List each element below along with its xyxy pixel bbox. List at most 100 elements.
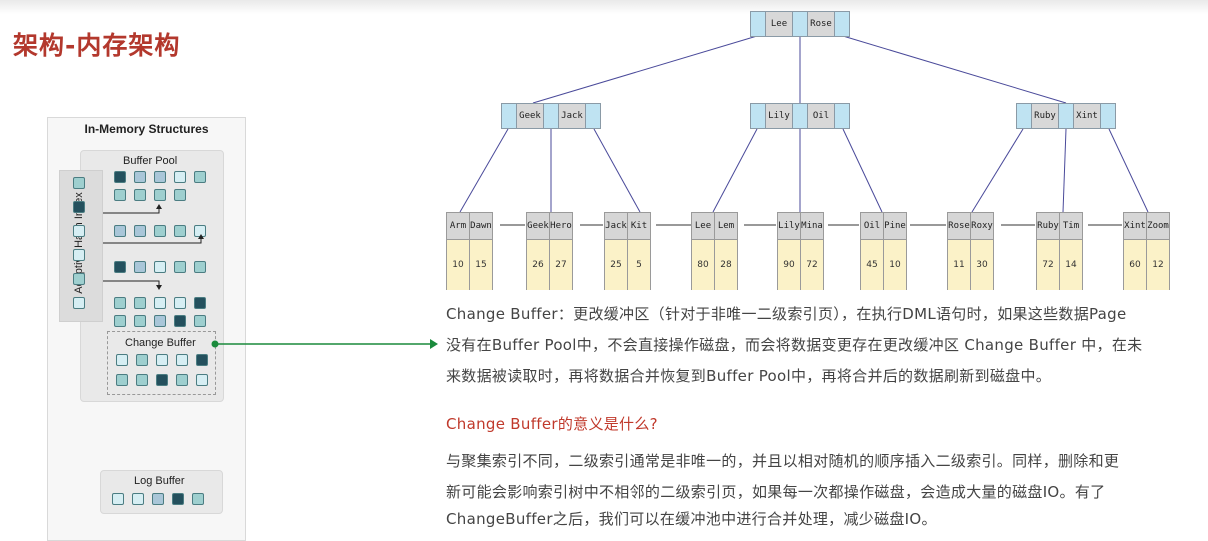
leaf-key: Hero bbox=[550, 213, 572, 240]
page-square bbox=[154, 225, 166, 237]
tree-internal-node: Ruby Xint bbox=[1016, 103, 1116, 129]
page-square bbox=[134, 225, 146, 237]
page-square bbox=[174, 297, 186, 309]
page-square bbox=[114, 171, 126, 183]
page-square bbox=[73, 201, 85, 213]
root-key-1: Lee bbox=[766, 12, 793, 36]
page-square bbox=[136, 354, 148, 366]
leaf-key: Tim bbox=[1060, 213, 1082, 240]
leaf-value: 12 bbox=[1147, 240, 1169, 290]
page-square bbox=[174, 189, 186, 201]
paragraph-1-line-1: Change Buffer：更改缓冲区（针对于非唯一二级索引页），在执行DML语… bbox=[446, 305, 1127, 323]
question-heading: Change Buffer的意义是什么? bbox=[446, 415, 658, 433]
leaf-key: Zoom bbox=[1147, 213, 1169, 240]
top-bar bbox=[0, 0, 1208, 14]
page-square bbox=[114, 297, 126, 309]
page-title: 架构-内存架构 bbox=[13, 31, 181, 60]
page-square bbox=[134, 315, 146, 327]
tree-root-node: Lee Rose bbox=[750, 11, 850, 37]
leaf-key: Geek bbox=[527, 213, 549, 240]
leaf-key: Lem bbox=[715, 213, 737, 240]
change-buffer-label: Change Buffer bbox=[125, 337, 196, 349]
page-square bbox=[73, 297, 85, 309]
page-square bbox=[114, 315, 126, 327]
leaf-value: 80 bbox=[692, 240, 714, 290]
log-buffer-label: Log Buffer bbox=[134, 475, 185, 487]
page-square bbox=[73, 177, 85, 189]
page-square bbox=[174, 171, 186, 183]
buffer-pool-label: Buffer Pool bbox=[123, 155, 178, 167]
log-buffer-box: Log Buffer bbox=[100, 470, 223, 514]
tree-internal-node: Geek Jack bbox=[501, 103, 601, 129]
page-square bbox=[172, 493, 184, 505]
leaf-value: 72 bbox=[801, 240, 823, 290]
paragraph-1-line-2: 没有在Buffer Pool中，不会直接操作磁盘，而会将数据变更存在更改缓冲区 … bbox=[446, 336, 1143, 354]
leaf-key: Arm bbox=[447, 213, 469, 240]
leaf-value: 25 bbox=[605, 240, 627, 290]
leaf-value: 45 bbox=[861, 240, 883, 290]
leaf-value: 26 bbox=[527, 240, 549, 290]
page-square bbox=[174, 315, 186, 327]
page-square bbox=[73, 225, 85, 237]
leaf-key: Xint bbox=[1124, 213, 1146, 240]
leaf-key: Lily bbox=[778, 213, 800, 240]
leaf-value: 27 bbox=[550, 240, 572, 290]
leaf-value: 14 bbox=[1060, 240, 1082, 290]
page-square bbox=[192, 493, 204, 505]
leaf-key: Lee bbox=[692, 213, 714, 240]
leaf-key: Mina bbox=[801, 213, 823, 240]
page-square bbox=[112, 493, 124, 505]
page-square bbox=[154, 189, 166, 201]
page-square bbox=[174, 225, 186, 237]
leaf-value: 5 bbox=[628, 240, 650, 290]
paragraph-2-line-1: 与聚集索引不同，二级索引通常是非唯一的，并且以相对随机的顺序插入二级索引。同样，… bbox=[446, 452, 1120, 470]
page-square bbox=[176, 354, 188, 366]
internal-key: Geek bbox=[517, 104, 544, 128]
in-memory-structures-panel: In-Memory Structures Buffer Pool Adaptiv… bbox=[47, 117, 246, 541]
paragraph-1-line-3: 来数据被读取时，再将数据合并恢复到Buffer Pool中，再将合并后的数据刷新… bbox=[446, 367, 1052, 385]
leaf-value: 10 bbox=[884, 240, 906, 290]
leaf-key: Kit bbox=[628, 213, 650, 240]
page-square bbox=[154, 297, 166, 309]
page-square bbox=[134, 189, 146, 201]
arrow-head bbox=[430, 339, 438, 349]
internal-key: Oil bbox=[808, 104, 835, 128]
page-square bbox=[154, 315, 166, 327]
leaf-key: Rose bbox=[948, 213, 970, 240]
internal-key: Ruby bbox=[1032, 104, 1059, 128]
leaf-key: Oil bbox=[861, 213, 883, 240]
page-square bbox=[194, 261, 206, 273]
leaf-key: Pine bbox=[884, 213, 906, 240]
page-square bbox=[132, 493, 144, 505]
page-square bbox=[134, 297, 146, 309]
paragraph-2-line-2: 新可能会影响索引树中不相邻的二级索引页，如果每一次都操作磁盘，会造成大量的磁盘I… bbox=[446, 483, 1106, 501]
leaf-value: 60 bbox=[1124, 240, 1146, 290]
page-square bbox=[196, 374, 208, 386]
page-square bbox=[194, 315, 206, 327]
arrow-dot bbox=[211, 340, 219, 348]
page-square bbox=[196, 354, 208, 366]
tree-edges bbox=[459, 35, 1149, 213]
internal-key: Jack bbox=[559, 104, 586, 128]
page-square bbox=[156, 374, 168, 386]
page-square bbox=[176, 374, 188, 386]
